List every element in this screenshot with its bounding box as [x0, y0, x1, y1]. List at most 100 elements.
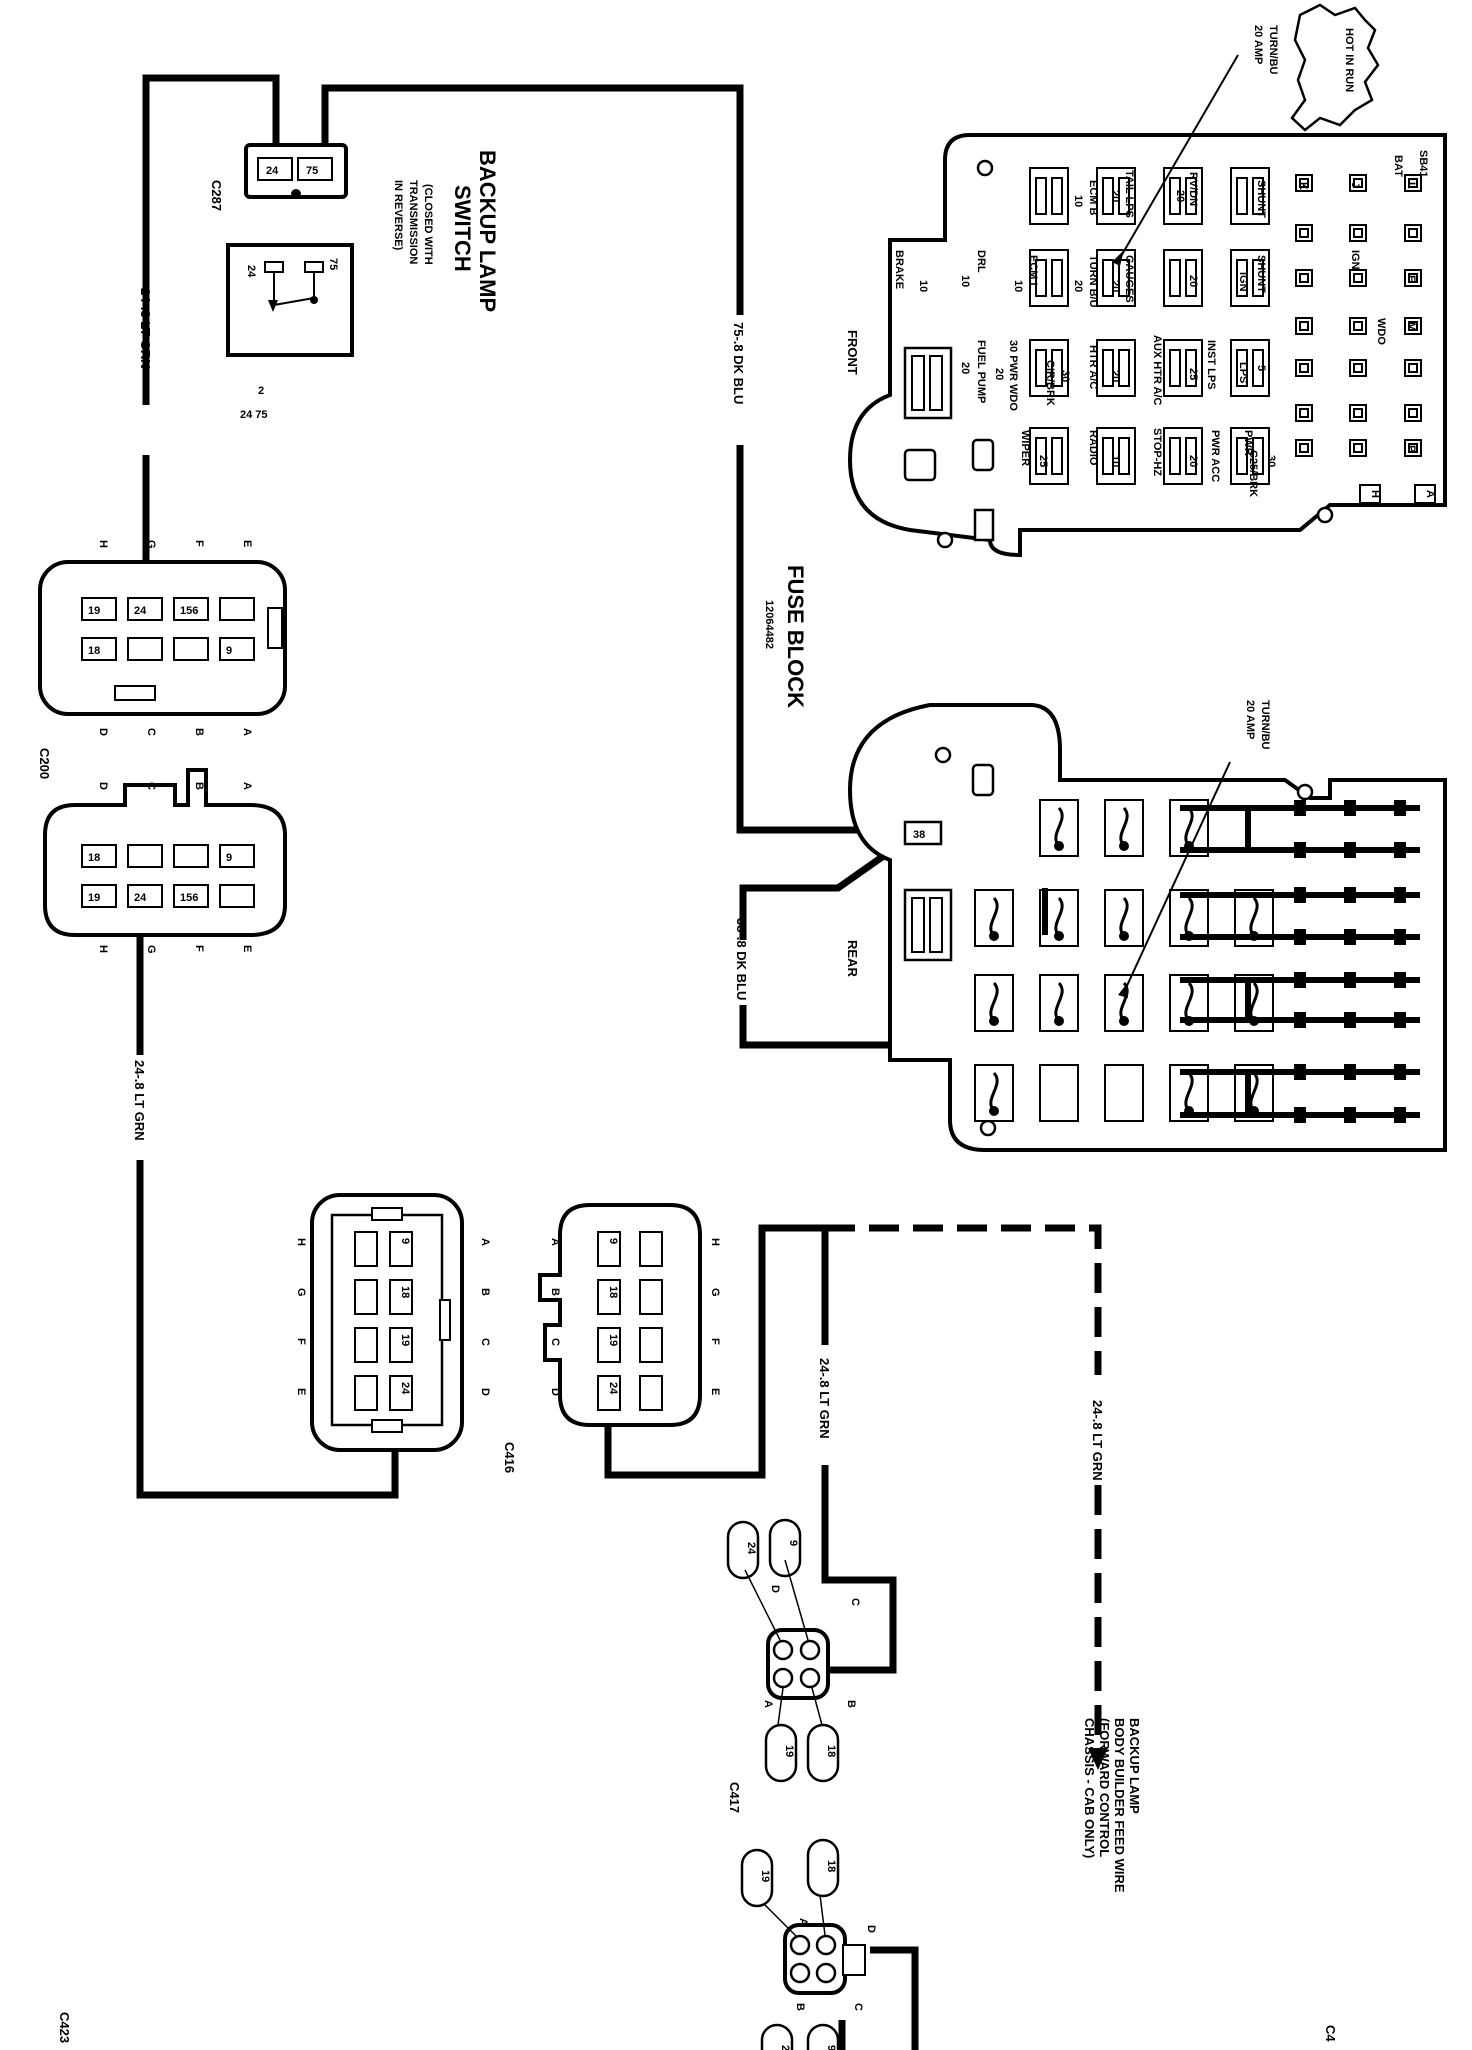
c200-top-r1-cell	[81, 597, 117, 621]
front-label-pwr: PWR	[1242, 430, 1254, 456]
wire-c423	[870, 1946, 919, 2050]
rear-bus-tab	[1294, 887, 1306, 903]
front-label-drl: DRL	[975, 250, 987, 273]
front-label-ign: IGN	[1237, 272, 1249, 292]
front-fuse-blade	[1102, 349, 1114, 387]
front-label-ign2: IGN	[1349, 250, 1361, 270]
c200-bottom-letter: A	[241, 728, 253, 736]
c423-tag-text: 9	[825, 2045, 837, 2050]
edge-label: C4	[1323, 2025, 1338, 2042]
front-small-terminal-core	[1299, 178, 1309, 188]
c287-pin-75	[297, 157, 333, 181]
fuse-rear-relay-inner-2	[929, 897, 943, 953]
front-fuse-blade	[1236, 349, 1248, 387]
switch-pin-24: 24	[245, 265, 257, 278]
switch-note-3: IN REVERSE)	[392, 180, 404, 251]
label-w24-dash: 24-.8 LT GRN	[1090, 1400, 1105, 1481]
callout-rear-2: 20 AMP	[1244, 700, 1256, 739]
fuse-rear-term-38	[903, 820, 943, 846]
rear-bus-tab	[1394, 842, 1406, 858]
c200-bot-r1-cell	[81, 844, 117, 868]
c416-right-letter-outer: H	[709, 1238, 721, 1246]
front-label-f10e: 10	[1109, 455, 1121, 467]
fuse-front-slot-1	[973, 508, 995, 542]
rear-bus-tab	[1344, 1107, 1356, 1123]
rear-bus-tab	[1294, 842, 1306, 858]
rear-bus-tab	[1344, 842, 1356, 858]
c416-left-text: 18	[399, 1286, 411, 1298]
front-label-lps: LPS	[1237, 362, 1249, 383]
c416-left-tab	[439, 1299, 451, 1341]
front-label-f10c: 10	[959, 275, 971, 287]
front-label-tag_j: J	[1349, 182, 1361, 188]
c200-bot-letter-l: G	[145, 945, 157, 954]
front-label-ecm_i: ECM I	[1027, 255, 1039, 286]
switch-title: BACKUP LAMP SWITCH (CLOSED WITH TRANSMIS…	[392, 150, 500, 312]
fuse-rear-slot-1	[971, 763, 995, 797]
c200-bot-r1-text: 18	[88, 852, 100, 864]
front-label-tail_lps: TAIL LPS	[1123, 170, 1135, 218]
front-small-terminal-core	[1408, 178, 1418, 188]
callout-rear-1: TURN/BU	[1259, 700, 1271, 750]
front-label-gauges: GAUGES	[1123, 255, 1135, 303]
front-fuse-blade	[1252, 259, 1264, 297]
rear-bus-tab	[1294, 972, 1306, 988]
c200-top-r1-text: 156	[180, 605, 198, 617]
rear-fuse-dot	[989, 1106, 999, 1116]
front-fuse-blade	[1169, 437, 1181, 475]
fuse-rear-term-38-text: 38	[913, 829, 925, 841]
c417-tag-text: 19	[783, 1745, 795, 1757]
c416-left-cell	[389, 1375, 413, 1411]
c423-lead-2	[819, 1894, 826, 1936]
c416-left-cell	[389, 1231, 413, 1267]
switch-blade	[273, 297, 315, 306]
front-small-terminal-core	[1408, 321, 1418, 331]
fuse-front-mount-1	[976, 159, 994, 177]
fuse-rear-mount-3	[979, 1119, 997, 1137]
c200-bot-r1-cell	[219, 844, 255, 868]
front-label-f20b: 20	[1174, 190, 1186, 202]
rear-fuse-dot	[1054, 931, 1064, 941]
front-fuse-blade	[1236, 259, 1248, 297]
c200-bot-letter-u: A	[241, 782, 253, 790]
front-label-cir_brk: CIR/BRK	[1044, 360, 1056, 406]
c416-right-letter-outer: E	[709, 1388, 721, 1395]
wire-labels: 24-.8 LT GRN 75-.8 DK BLU 38-.8 DK BLU 2…	[132, 288, 1105, 1481]
front-label-f10a: 10	[1072, 195, 1084, 207]
c423-latch	[842, 1944, 866, 1976]
c200-bot-letter-u: B	[193, 782, 205, 790]
c416-right-blank-cell	[639, 1231, 663, 1267]
c287-id: C287	[209, 180, 224, 211]
front-fuse-blade	[1252, 349, 1264, 387]
fuse-rear-mount-2	[1296, 783, 1314, 801]
front-label-rv: RV/DN	[1187, 172, 1199, 206]
front-fuse-blade	[1185, 259, 1197, 297]
c416-id: C416	[502, 1442, 517, 1473]
c200-top-letter: G	[145, 540, 157, 549]
c200-top-r1-text: 24	[134, 605, 147, 617]
front-small-terminal-core	[1299, 363, 1309, 373]
front-fuse-blade	[1169, 349, 1181, 387]
fuse-rear-outline	[847, 703, 1447, 1152]
rear-bus-tab	[1344, 887, 1356, 903]
rear-fuse-dot	[989, 931, 999, 941]
c423-tag-text: 19	[759, 1870, 771, 1882]
front-label-ecm_b: ECM B	[1087, 180, 1099, 216]
c417-lead-1	[744, 1569, 781, 1641]
fuse-rear-grid	[974, 799, 1420, 1123]
c416-left-inner	[330, 1213, 444, 1427]
c416-left-blank-cell	[354, 1327, 378, 1363]
c200-bot-r1-cell	[127, 844, 163, 868]
front-fuse-blade	[1035, 259, 1047, 297]
front-label-tag_e: E	[1405, 275, 1417, 282]
c416-right-blank-cell	[639, 1327, 663, 1363]
c423-id: C423	[57, 2012, 72, 2043]
